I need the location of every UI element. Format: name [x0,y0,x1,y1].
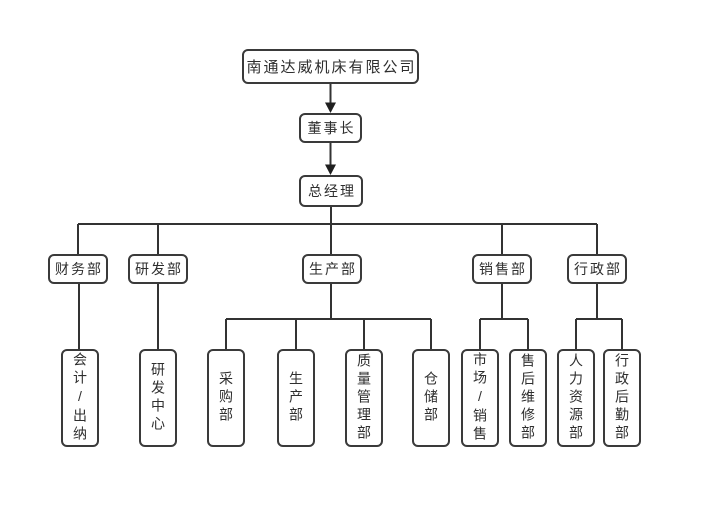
node-finance-dept[interactable]: 财务部 [48,254,108,284]
arrowhead-gm [325,164,336,175]
node-marketing-sales[interactable]: 市场/销售 [461,349,499,447]
node-quality-management-dept[interactable]: 质量管理部 [345,349,383,447]
arrowhead-chairman [325,102,336,113]
node-rnd-center[interactable]: 研发中心 [139,349,177,447]
node-company[interactable]: 南通达威机床有限公司 [242,49,419,84]
node-accounting-cashier[interactable]: 会计/出纳 [61,349,99,447]
node-human-resources[interactable]: 人力资源部 [557,349,595,447]
node-purchasing-dept[interactable]: 采购部 [207,349,245,447]
connector-admin-children [575,284,623,349]
node-warehouse-dept[interactable]: 仓储部 [412,349,450,447]
node-admin-dept[interactable]: 行政部 [567,254,627,284]
node-production-dept[interactable]: 生产部 [302,254,362,284]
node-chairman[interactable]: 董事长 [299,113,362,143]
connector-gm-departments [77,207,598,254]
connector-sales-children [479,284,529,349]
connector-production-children [225,284,432,349]
node-sales-dept[interactable]: 销售部 [472,254,532,284]
node-after-sales-repair[interactable]: 售后维修部 [509,349,547,447]
node-general-manager[interactable]: 总经理 [299,175,363,207]
node-admin-logistics[interactable]: 行政后勤部 [603,349,641,447]
node-production-sub-dept[interactable]: 生产部 [277,349,315,447]
node-rnd-dept[interactable]: 研发部 [128,254,188,284]
